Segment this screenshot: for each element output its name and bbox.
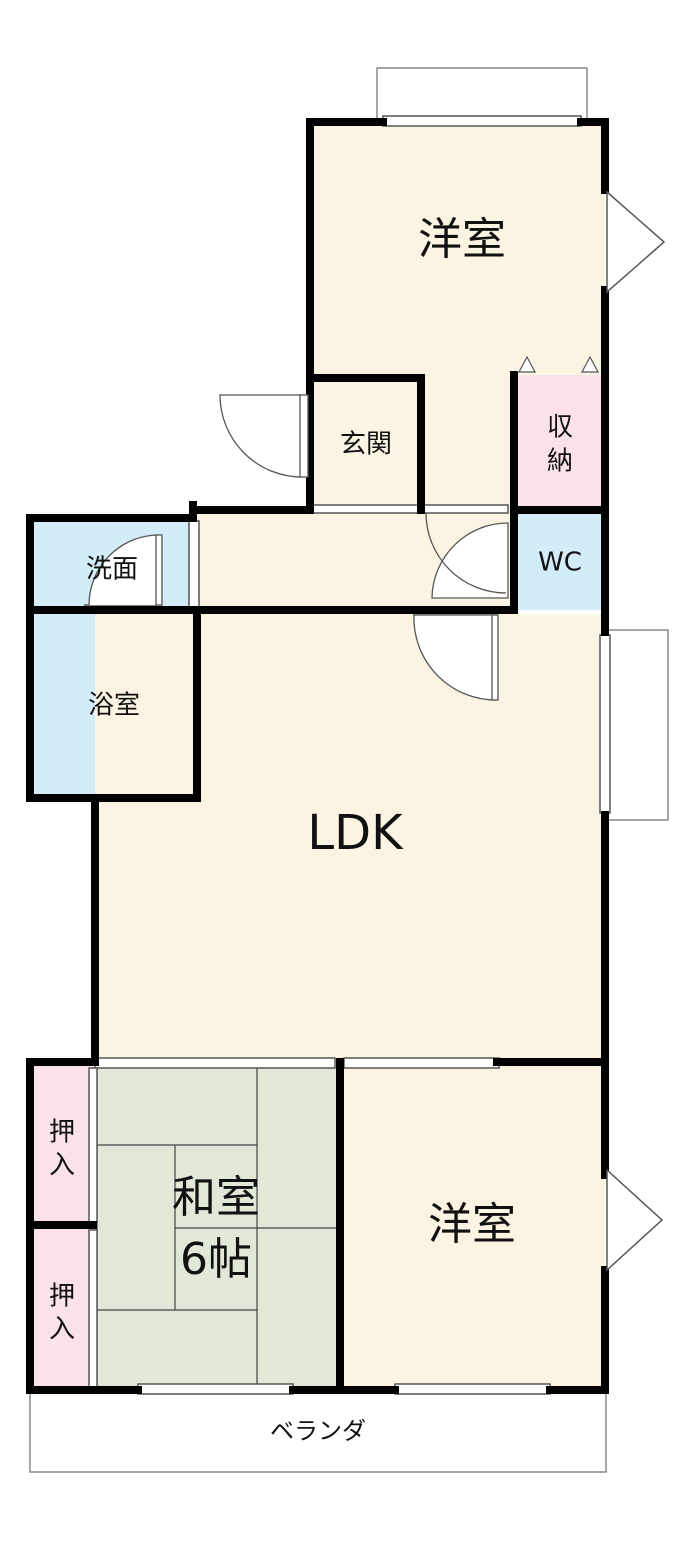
ldk-western-sliding — [343, 1057, 500, 1069]
walls — [26, 118, 609, 1394]
corridor-door-swing-2 — [425, 512, 507, 594]
entrance-door-swing — [219, 394, 303, 478]
storage-label-line1: 収 — [547, 413, 573, 443]
closet2-label-line2: 入 — [49, 1315, 75, 1345]
corridor-door-swing — [431, 522, 509, 599]
western-window — [394, 1383, 551, 1395]
closet2-label-line1: 押 — [49, 1282, 75, 1312]
top-window — [382, 115, 582, 127]
wc-fill — [514, 514, 603, 610]
storage-door-markers — [518, 355, 599, 373]
storage-label-line2: 納 — [547, 447, 573, 477]
ldk-label: LDK — [307, 805, 404, 861]
veranda-label: ベランダ — [270, 1417, 366, 1445]
western-room-bottom-label: 洋室 — [428, 1199, 516, 1250]
japanese-room-label-line1: 和室 — [172, 1172, 260, 1223]
japanese-window — [137, 1383, 294, 1395]
room-fills — [33, 122, 605, 1389]
wash-door-swing — [88, 534, 160, 606]
closet-sliding-2 — [88, 1229, 98, 1388]
western-bottom-fill — [344, 1066, 605, 1389]
entrance-fill — [313, 378, 421, 510]
storage-fill — [514, 375, 603, 510]
right-window — [599, 634, 611, 814]
top-balcony-outline — [376, 67, 588, 121]
closet1-label-line1: 押 — [49, 1118, 75, 1148]
ldk-japanese-sliding — [94, 1057, 336, 1069]
closet1-label-line2: 入 — [49, 1151, 75, 1181]
closet1-fill — [33, 1066, 93, 1223]
western-room-top-label: 洋室 — [418, 214, 506, 265]
entrance-threshold — [312, 504, 509, 514]
bay-window-top — [606, 190, 666, 294]
wc-label: WC — [538, 548, 582, 578]
ldk-fill — [95, 614, 605, 1062]
washroom-partition — [188, 520, 200, 608]
closet2-fill — [33, 1227, 93, 1389]
washroom-label: 洗面 — [86, 555, 138, 585]
bay-window-bottom — [606, 1168, 664, 1272]
japanese-room-label-line2: 6帖 — [180, 1234, 252, 1285]
right-balcony-outline — [603, 629, 669, 821]
entrance-label: 玄関 — [340, 430, 392, 460]
door-swings — [88, 394, 509, 701]
ldk-door-swing — [413, 614, 497, 701]
bay-windows — [606, 190, 666, 1272]
closet-sliding-1 — [88, 1067, 98, 1224]
bathroom-label: 浴室 — [88, 691, 140, 721]
